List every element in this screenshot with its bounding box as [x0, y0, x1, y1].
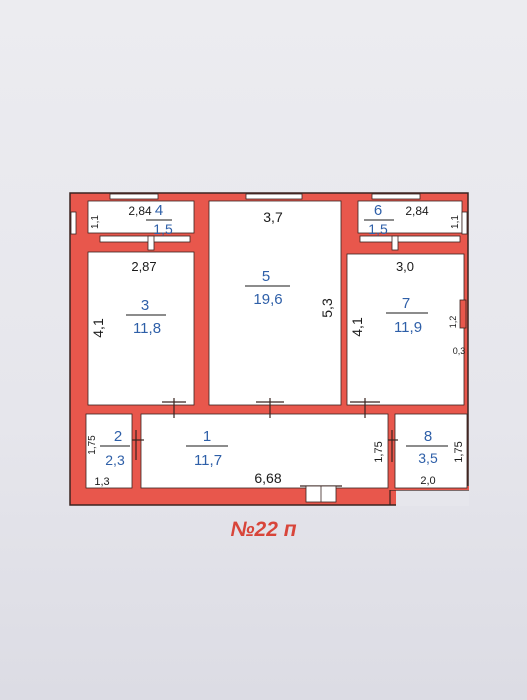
room-1-floor [140, 413, 389, 489]
window [109, 193, 159, 200]
dim-room7-window-depth: 0,3 [453, 346, 466, 356]
room-8-floor [394, 413, 468, 489]
room-1-number: 1 [203, 428, 211, 445]
area-bars [100, 219, 448, 447]
room-3-floor [87, 251, 195, 406]
dim-room4-width: 2,84 [128, 204, 152, 218]
room-7-floor [346, 253, 465, 406]
dim-room3-width: 2,87 [131, 259, 156, 274]
room-2-floor [85, 413, 133, 489]
windows [70, 193, 468, 329]
dim-room4-depth: 1,1 [90, 215, 101, 229]
dim-room7-width: 3,0 [396, 259, 414, 274]
window [70, 211, 77, 235]
room-4-floor [87, 200, 195, 234]
dim-room3-depth: 4,1 [90, 318, 106, 338]
room-3-number: 3 [141, 297, 149, 314]
exterior-notch [396, 490, 469, 506]
door-strip [99, 235, 191, 243]
room-2-number: 2 [114, 428, 122, 445]
dim-room8-depth-right: 1,75 [453, 441, 465, 462]
window [459, 299, 467, 329]
room-7-area: 11,9 [394, 319, 422, 336]
dim-room2-depth: 1,75 [87, 435, 98, 455]
room-6-area: 1,5 [368, 221, 388, 237]
room-5-floor [208, 200, 342, 406]
room-2-area: 2,3 [105, 452, 125, 468]
dim-room7-depth: 4,1 [349, 317, 365, 337]
dim-room8-depth-left: 1,75 [373, 441, 385, 462]
dim-room1-width: 6,68 [254, 470, 281, 486]
room-8-area: 3,5 [418, 450, 438, 466]
room-4-number: 4 [155, 202, 163, 219]
plan-title: №22 п [230, 518, 297, 541]
dim-room6-depth: 1,1 [450, 215, 461, 229]
room-5-area: 19,6 [253, 291, 282, 308]
door-strip [391, 235, 399, 251]
dim-room8-width: 2,0 [420, 475, 435, 487]
window [371, 193, 421, 200]
door-strip [147, 235, 155, 251]
room-1-area: 11,7 [194, 452, 222, 469]
room-3-area: 11,8 [133, 320, 161, 337]
room-4-area: 1,5 [153, 221, 173, 237]
window [245, 193, 303, 200]
dim-room5-depth: 5,3 [319, 298, 335, 318]
room-5-number: 5 [262, 268, 270, 285]
room-6-number: 6 [374, 202, 382, 219]
door-strip [359, 235, 461, 243]
room-7-number: 7 [402, 295, 410, 312]
dim-room2-width: 1,3 [94, 476, 109, 488]
dim-room6-width: 2,84 [405, 204, 429, 218]
room-8-number: 8 [424, 428, 432, 445]
window [461, 211, 468, 235]
balcony-doors [99, 235, 461, 251]
dim-room7-window: 1,2 [448, 316, 458, 329]
dim-room5-width: 3,7 [263, 209, 283, 225]
